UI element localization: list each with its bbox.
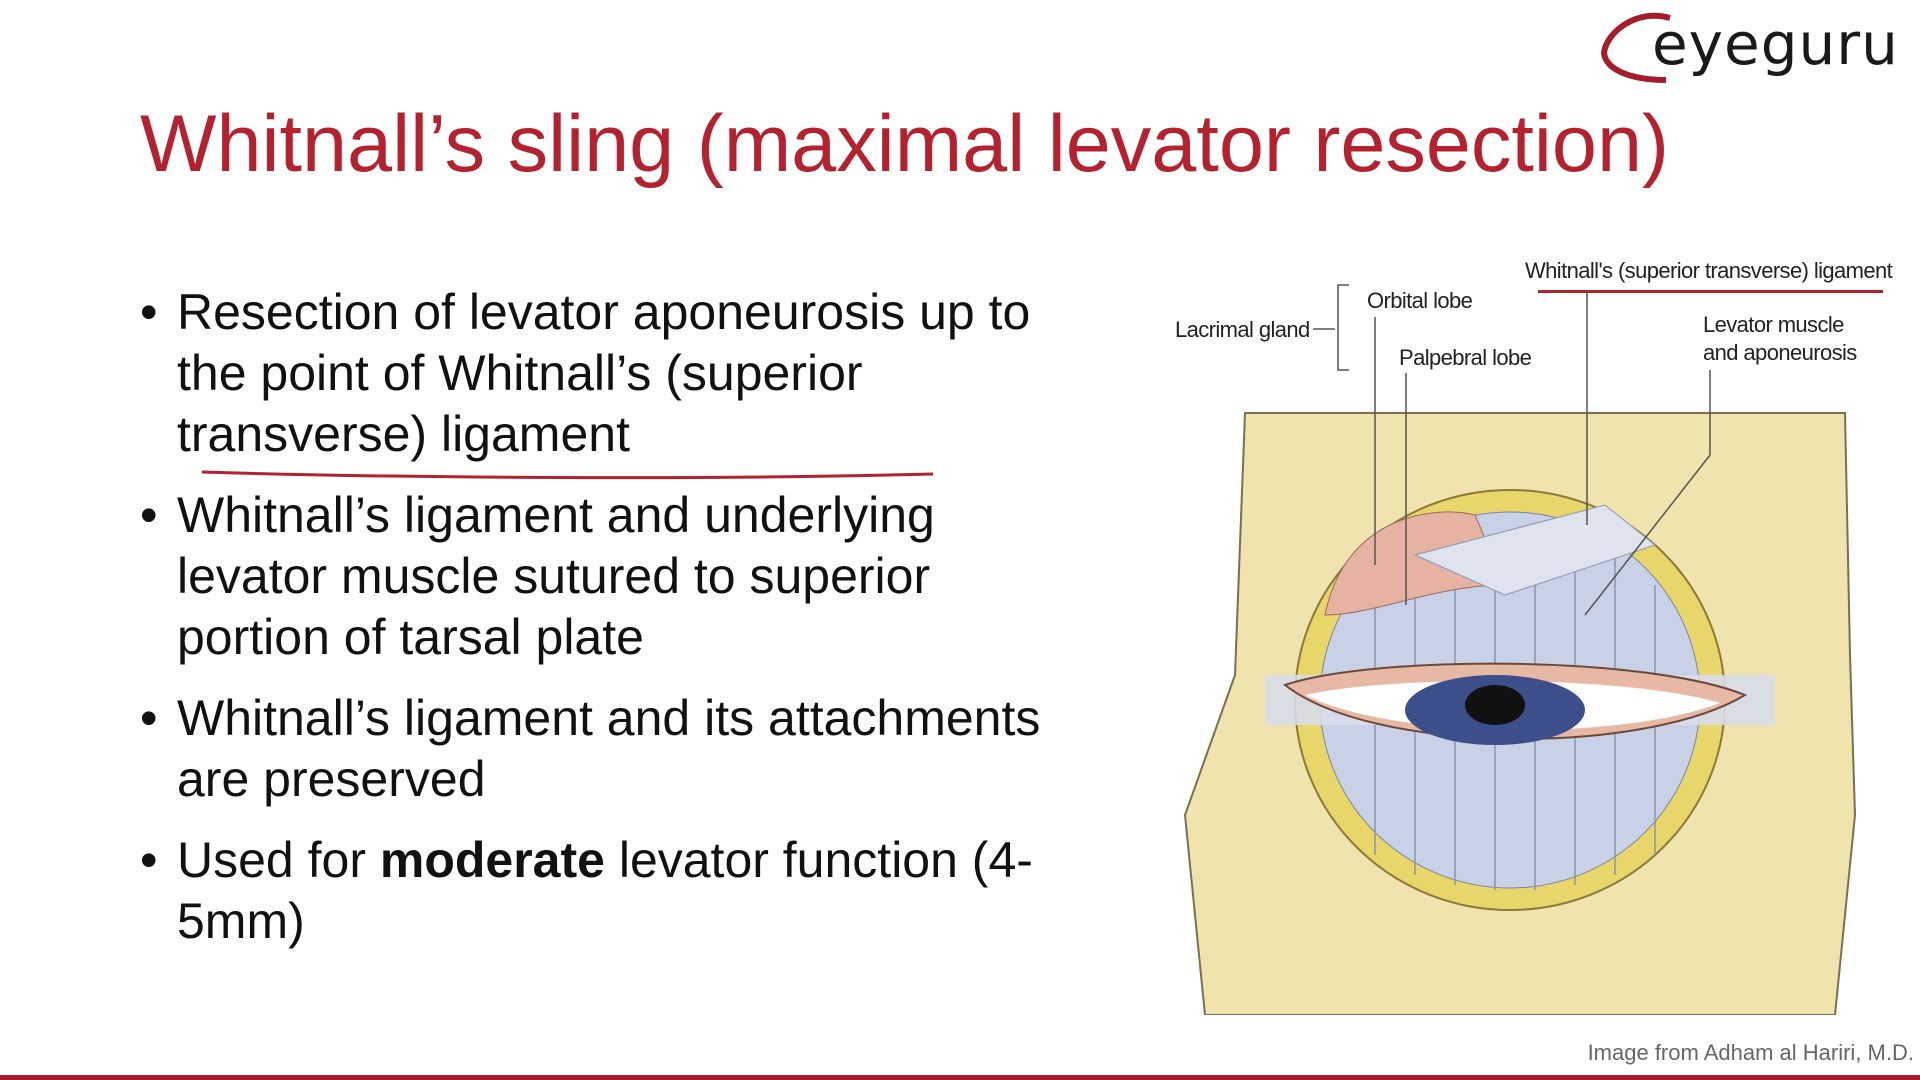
label-levator-line1: Levator muscle bbox=[1703, 312, 1844, 337]
bullet-dot: • bbox=[140, 487, 158, 543]
label-lacrimal-gland: Lacrimal gland bbox=[1175, 317, 1310, 342]
bullet-text: levator function (4-5mm) bbox=[177, 832, 1033, 949]
bullet-text: Whitnall’s ligament and its attachments … bbox=[177, 690, 1041, 807]
eyeguru-logo: eyeguru bbox=[1596, 8, 1899, 88]
logo-text: eyeguru bbox=[1652, 10, 1899, 78]
bullet-item: • Used for moderate levator function (4-5… bbox=[140, 830, 1080, 952]
bullet-dot: • bbox=[140, 690, 158, 746]
label-palpebral-lobe: Palpebral lobe bbox=[1399, 345, 1532, 370]
bullet-item: • Whitnall’s ligament and underlying leva… bbox=[140, 485, 1080, 668]
bullet-text: Whitnall’s ligament and underlying levat… bbox=[177, 487, 935, 665]
red-underline-annotation bbox=[201, 470, 934, 480]
logo-swoosh-icon bbox=[1600, 12, 1671, 83]
eyelid-anatomy-illustration: Lacrimal gland Orbital lobe Palpebral lo… bbox=[1175, 255, 1920, 1015]
slide-title: Whitnall’s sling (maximal levator resect… bbox=[140, 99, 1669, 189]
bullet-bold-text: moderate bbox=[379, 832, 605, 888]
label-levator-line2: and aponeurosis bbox=[1703, 340, 1857, 365]
anatomy-drawing bbox=[1183, 412, 1857, 1015]
bullet-text: Resection of levator aponeurosis up to t… bbox=[177, 284, 1031, 462]
bullet-dot: • bbox=[140, 832, 158, 888]
label-orbital-lobe: Orbital lobe bbox=[1367, 288, 1473, 313]
bullet-item: • Whitnall’s ligament and its attachments… bbox=[140, 688, 1080, 810]
bullet-list: • Resection of levator aponeurosis up to … bbox=[140, 282, 1080, 972]
label-whitnall-ligament: Whitnall's (superior transverse) ligamen… bbox=[1525, 258, 1893, 283]
footer-divider bbox=[0, 1075, 1920, 1080]
bullet-dot: • bbox=[140, 284, 158, 340]
bullet-item: • Resection of levator aponeurosis up to … bbox=[140, 282, 1080, 465]
bullet-text: Used for bbox=[177, 832, 380, 888]
label-red-underline bbox=[1538, 290, 1883, 293]
image-credit: Image from Adham al Hariri, M.D. bbox=[1587, 1040, 1914, 1065]
